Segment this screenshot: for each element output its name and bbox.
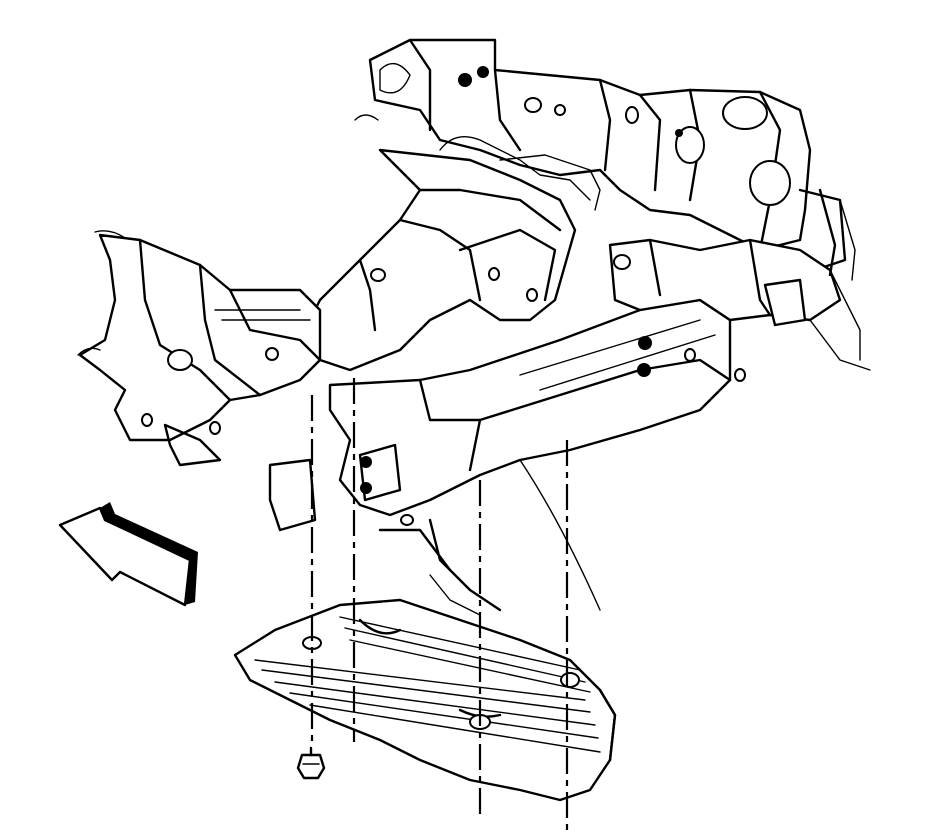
forward-arrow-icon: [58, 502, 198, 607]
rear-mount-bracket: [354, 38, 847, 272]
left-frame-rail: [298, 136, 601, 372]
front-crossmember: [268, 298, 746, 532]
skid-plate: [233, 598, 617, 802]
mount-bushing-hole: [722, 96, 768, 130]
front-frame-horn: [77, 230, 322, 467]
right-frame-rail: [608, 188, 871, 371]
center-lower-housing: [378, 459, 601, 616]
alignment-lines: [310, 378, 569, 830]
bolt-icon: [296, 746, 326, 780]
